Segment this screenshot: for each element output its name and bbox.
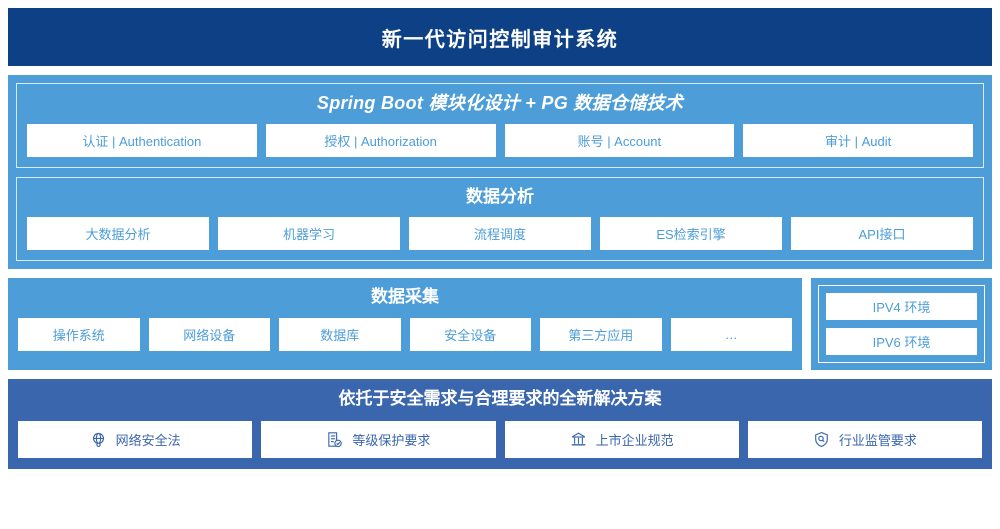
page-title: 新一代访问控制审计系统: [381, 28, 619, 51]
globe-network-icon: [90, 431, 107, 448]
compliance-card-industry-regulation[interactable]: 行业监管要求: [747, 420, 982, 458]
compliance-card-listed-enterprise[interactable]: 上市企业规范: [504, 420, 739, 458]
collection-card[interactable]: 第三方应用: [540, 317, 662, 351]
collection-card-row: 操作系统 网络设备 数据库 安全设备 第三方应用 …: [18, 317, 792, 351]
collection-card[interactable]: 安全设备: [409, 317, 531, 351]
shield-search-icon: [813, 431, 830, 448]
analysis-card[interactable]: 机器学习: [218, 217, 400, 251]
platform-card[interactable]: 认证 | Authentication: [27, 124, 257, 158]
environment-card-ipv6[interactable]: IPV6 环境: [826, 328, 977, 356]
collection-card-more[interactable]: …: [670, 317, 792, 351]
bank-building-icon: [570, 431, 587, 448]
compliance-card-label: 等级保护要求: [352, 432, 431, 448]
compliance-card-label: 网络安全法: [115, 432, 181, 448]
compliance-card-row: 网络安全法 等级保护要求: [18, 420, 982, 458]
analysis-card-row: 大数据分析 机器学习 流程调度 ES检索引擎 API接口: [27, 217, 973, 251]
compliance-card-label: 行业监管要求: [838, 432, 917, 448]
collection-title: 数据采集: [371, 287, 439, 307]
platform-card-row: 认证 | Authentication 授权 | Authorization 账…: [27, 124, 973, 158]
collection-panel: 数据采集 操作系统 网络设备 数据库 安全设备 第三方应用 …: [8, 278, 802, 371]
analysis-card[interactable]: 流程调度: [409, 217, 591, 251]
header-bar: 新一代访问控制审计系统: [8, 8, 992, 66]
analysis-card[interactable]: API接口: [791, 217, 973, 251]
compliance-panel: 依托于安全需求与合理要求的全新解决方案 网络安全法: [8, 379, 992, 469]
compliance-card-label: 上市企业规范: [595, 432, 674, 448]
analysis-card[interactable]: ES检索引擎: [600, 217, 782, 251]
platform-card[interactable]: 账号 | Account: [504, 124, 735, 158]
environment-card-ipv4[interactable]: IPV4 环境: [826, 293, 977, 321]
platform-card[interactable]: 授权 | Authorization: [265, 124, 496, 158]
analysis-card[interactable]: 大数据分析: [27, 217, 209, 251]
compliance-card-grade-protection[interactable]: 等级保护要求: [261, 420, 496, 458]
platform-analysis-panel: Spring Boot 模块化设计 + PG 数据仓储技术 认证 | Authe…: [8, 75, 992, 270]
collection-card[interactable]: 操作系统: [18, 317, 140, 351]
environment-inner-frame: IPV4 环境 IPV6 环境: [818, 285, 985, 364]
platform-subpanel: Spring Boot 模块化设计 + PG 数据仓储技术 认证 | Authe…: [16, 83, 984, 169]
collection-card[interactable]: 网络设备: [148, 317, 270, 351]
platform-title: Spring Boot 模块化设计 + PG 数据仓储技术: [316, 93, 684, 113]
analysis-subpanel: 数据分析 大数据分析 机器学习 流程调度 ES检索引擎 API接口: [16, 177, 984, 262]
collection-card[interactable]: 数据库: [279, 317, 401, 351]
analysis-title: 数据分析: [466, 187, 534, 207]
environment-panel: IPV4 环境 IPV6 环境: [811, 278, 992, 371]
compliance-title: 依托于安全需求与合理要求的全新解决方案: [338, 389, 662, 409]
compliance-card-cybersecurity-law[interactable]: 网络安全法: [18, 420, 253, 458]
platform-card[interactable]: 审计 | Audit: [743, 124, 973, 158]
document-check-icon: [326, 431, 343, 448]
collection-row: 数据采集 操作系统 网络设备 数据库 安全设备 第三方应用 … IPV4 环境 …: [8, 278, 992, 371]
